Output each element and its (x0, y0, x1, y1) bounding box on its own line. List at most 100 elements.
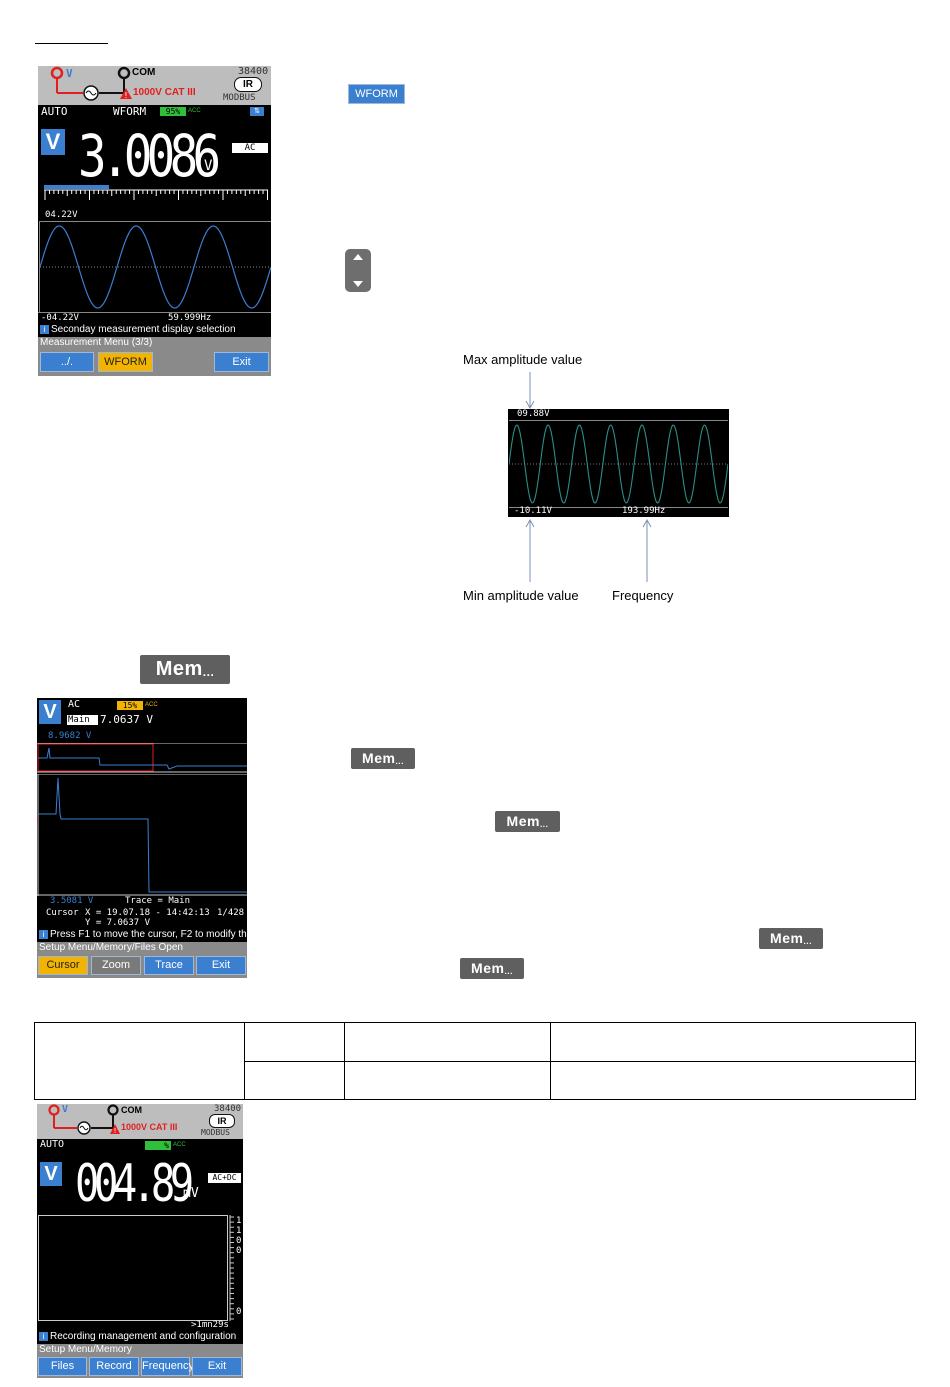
info-icon: i (39, 929, 48, 939)
acc-label: ACC (145, 702, 158, 708)
menu-title-bar: Measurement Menu (3/3) (38, 337, 271, 349)
fkey-frequency-button[interactable]: Frequency (141, 1357, 194, 1376)
min-amplitude-caption: Min amplitude value (463, 588, 579, 603)
fkey-back-button[interactable]: ../. (40, 352, 94, 372)
svg-text:!: ! (114, 1127, 117, 1135)
mem-button-1[interactable]: Mem... (351, 748, 415, 769)
mem-button-3-dots: ... (803, 935, 812, 946)
zoom-min-value: -10.11V (514, 506, 552, 516)
mem-button-1-label: Mem (362, 750, 396, 766)
cat-rating: 1000V CAT III (133, 87, 196, 98)
trace-top-value: 8.9682 V (48, 731, 92, 741)
waveform-max-bar: 04.22V (38, 210, 271, 221)
mem-button-large[interactable]: Mem... (140, 655, 230, 684)
table-cell (244, 1061, 345, 1100)
fkey-record-nb-button[interactable]: Record Nb (89, 1357, 139, 1378)
terminal-panel: ! V COM 1000V CAT III 38400 IR MODBUS (38, 66, 271, 105)
fkey-exit-button[interactable]: Exit (192, 1357, 242, 1376)
baud-rate: 38400 (214, 1104, 242, 1114)
coupling-label: AC (68, 699, 81, 710)
zoomed-trace (37, 774, 247, 896)
fkey-zoom-button[interactable]: Zoom (91, 956, 141, 975)
mem-button-1-dots: ... (395, 755, 404, 766)
frequency-caption: Frequency (612, 588, 674, 603)
reading-unit: V (204, 158, 213, 174)
bargraph (44, 185, 268, 200)
mem-button-4-label: Mem (471, 960, 505, 976)
menu-title-bar: Setup Menu/Memory (37, 1344, 243, 1356)
cursor-x-value: X = 19.07.18 - 14:42:13 (85, 908, 210, 918)
mem-button-3[interactable]: Mem... (759, 928, 823, 949)
mem-button-4-dots: ... (504, 965, 513, 976)
mem-button-large-label: Mem (155, 658, 203, 680)
recording-axis (229, 1215, 234, 1321)
fkey-cursor-button[interactable]: Cursor (38, 956, 88, 975)
menu-title-bar: Setup Menu/Memory/Files Open (37, 942, 247, 954)
range-badge: V (39, 700, 61, 724)
axis-label: 0 (236, 1246, 242, 1256)
battery-indicator: 15% (117, 701, 143, 710)
ir-icon: IR (234, 77, 262, 92)
terminal-v-label: V (66, 67, 73, 80)
info-icon: i (39, 1331, 48, 1341)
waveform-frequency: 59.999Hz (168, 313, 212, 323)
main-value: 7.0637 V (100, 713, 153, 726)
battery-indicator: 95% (160, 107, 186, 116)
coupling-label: AC (232, 143, 268, 153)
axis-label: 0 (236, 1307, 242, 1317)
main-label: Main (67, 715, 98, 725)
axis-label: 1 (236, 1226, 242, 1236)
recording-plot (38, 1215, 228, 1321)
mem-button-2-label: Mem (506, 813, 540, 829)
fkey-wform-button[interactable]: WFORM (98, 352, 153, 372)
waveform-max-value: 04.22V (45, 210, 78, 220)
baud-rate: 38400 (238, 66, 269, 77)
terminal-v-label: V (62, 1104, 69, 1115)
zoom-waveform-plot (509, 420, 728, 508)
recording-duration: >1mn29s (191, 1320, 229, 1330)
table-cell (550, 1061, 916, 1100)
fkey-row (37, 1356, 243, 1378)
mem-button-2-dots: ... (539, 818, 549, 829)
status-auto: AUTO (41, 105, 68, 118)
table-cell (344, 1061, 551, 1100)
meter-screen-memory-trace: V AC 15% ACC Main 7.0637 V 8.9682 V 3.50… (37, 698, 247, 978)
modbus-label: MODBUS (223, 93, 256, 103)
cat-rating: 1000V CAT III (121, 1122, 178, 1132)
trace-label: Trace = Main (125, 896, 191, 906)
modbus-label: MODBUS (201, 1128, 230, 1137)
table-cell (244, 1022, 345, 1062)
axis-label: 1 (236, 1216, 242, 1226)
svg-text:!: ! (124, 91, 127, 100)
main-reading: 3.0086 (78, 122, 221, 190)
fkey-exit-button[interactable]: Exit (214, 352, 269, 372)
waveform-zoom-figure: 09.88V -10.11V 193.99Hz (508, 409, 729, 517)
arrow-glyphs (353, 254, 363, 287)
status-auto: AUTO (40, 1139, 65, 1150)
mem-button-4[interactable]: Mem... (460, 958, 524, 979)
wform-button-reference[interactable]: WFORM (348, 84, 405, 104)
overview-trace (37, 743, 247, 773)
up-down-arrow-icon[interactable] (345, 249, 371, 292)
table-cell (344, 1022, 551, 1062)
trace-bottom-value: 3.5081 V (50, 896, 94, 906)
terminal-com-label: COM (132, 67, 156, 78)
mem-button-large-dots: ... (202, 665, 215, 680)
circuit-diagram-icon: ! (48, 1104, 120, 1135)
range-badge: V (41, 129, 65, 155)
fkey-trace-button[interactable]: Trace (144, 956, 194, 975)
main-reading: 004.89 (75, 1154, 194, 1214)
document-table (34, 1022, 916, 1100)
ir-icon: IR (209, 1114, 235, 1128)
info-text: Seconday measurement display selection (51, 324, 236, 335)
fkey-exit-button[interactable]: Exit (196, 956, 246, 975)
fkey-files-button[interactable]: Files (38, 1357, 87, 1376)
info-text: Recording management and configuration (50, 1331, 237, 1342)
table-cell (550, 1022, 916, 1062)
record-index: 1/428 (217, 908, 245, 918)
info-text: Press F1 to move the cursor, F2 to modif… (50, 929, 247, 940)
mem-button-2[interactable]: Mem... (495, 811, 560, 832)
